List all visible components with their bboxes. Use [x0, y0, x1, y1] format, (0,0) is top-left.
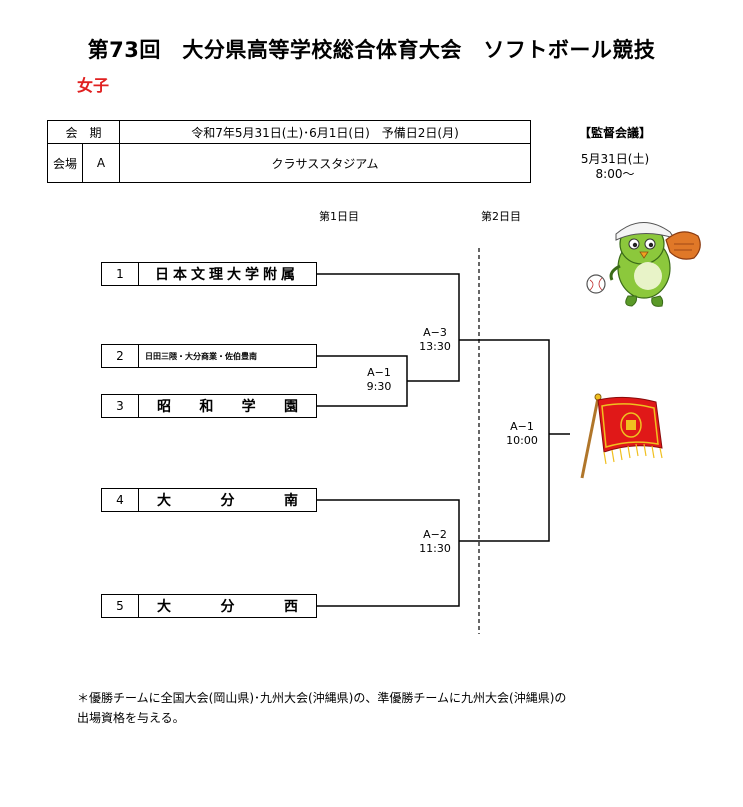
team-name-char: 昭 [157, 399, 171, 415]
team-name-char: 分 [220, 493, 235, 509]
team-row: 5 大 分 西 [101, 594, 317, 618]
game-id: A−3 [423, 326, 447, 339]
period-value: 令和7年5月31日(土)･6月1日(日) 予備日2日(月) [119, 120, 531, 144]
team-name-char: 学 [241, 399, 256, 415]
team-name-char: 分 [220, 599, 235, 615]
game-label: A−1 9:30 [349, 366, 409, 394]
game-label: A−3 13:30 [405, 326, 465, 354]
venue-label: 会場 [47, 143, 83, 183]
team-name-char: 和 [199, 399, 214, 415]
game-id: A−1 [367, 366, 391, 379]
team-name: 日田三隈・大分商業・佐伯豊南 [145, 351, 257, 361]
day2-label: 第2日目 [481, 210, 521, 223]
team-name-char: 大 [157, 493, 171, 509]
game-id: A−2 [423, 528, 447, 541]
bracket-line-team1-a1 [316, 273, 460, 382]
venue-value: クラサススタジアム [119, 143, 531, 183]
day1-label: 第1日目 [319, 210, 359, 223]
game-time: 11:30 [419, 542, 451, 555]
team-row: 2 日田三隈・大分商業・佐伯豊南 [101, 344, 317, 368]
team-row: 1 日本文理大学附属 [101, 262, 317, 286]
category-label: 女子 [77, 76, 110, 95]
team-row: 3 昭 和 学 園 [101, 394, 317, 418]
team-seed: 4 [102, 489, 139, 511]
team-name: 日本文理大学附属 [155, 267, 299, 283]
meeting-heading: 【監督会議】 [578, 126, 651, 140]
team-name-char: 西 [284, 599, 298, 615]
team-name-char: 大 [157, 599, 171, 615]
bracket-line-team4-team5 [316, 499, 460, 607]
team-name: 大 分 南 [139, 489, 316, 511]
meeting-date: 5月31日(土) [580, 152, 650, 166]
meeting-time: 8:00～ [595, 167, 635, 181]
footnote: ＊優勝チームに全国大会(岡山県)･九州大会(沖縄県)の、準優勝チームに九州大会(… [77, 688, 566, 728]
team-seed: 2 [102, 345, 139, 367]
team-name: 昭 和 学 園 [139, 395, 316, 417]
game-time: 10:00 [506, 434, 538, 447]
team-row: 4 大 分 南 [101, 488, 317, 512]
footnote-line: ＊優勝チームに全国大会(岡山県)･九州大会(沖縄県)の、準優勝チームに九州大会(… [77, 691, 567, 705]
team-seed: 3 [102, 395, 139, 417]
team-name-char: 園 [283, 399, 298, 415]
championship-flag-icon [580, 393, 663, 479]
team-seed: 5 [102, 595, 139, 617]
game-id: A−1 [510, 420, 534, 433]
bracket-line-final [459, 339, 550, 542]
meeting-details: 5月31日(土) 8:00～ [565, 152, 665, 182]
team-name-char: 南 [284, 493, 298, 509]
page-title: 第73回 大分県高等学校総合体育大会 ソフトボール競技 [87, 38, 656, 62]
mascot-bird-icon [586, 222, 701, 307]
team-seed: 1 [102, 263, 139, 285]
venue-code: A [82, 143, 120, 183]
game-label: A−1 10:00 [492, 420, 552, 448]
game-time: 9:30 [366, 380, 392, 393]
team-name: 大 分 西 [139, 595, 316, 617]
game-label: A−2 11:30 [405, 528, 465, 556]
schedule-info-table: 会 期 令和7年5月31日(土)･6月1日(日) 予備日2日(月) 会場 A ク… [47, 120, 531, 183]
footnote-line: 出場資格を与える。 [77, 711, 185, 725]
game-time: 13:30 [419, 340, 451, 353]
